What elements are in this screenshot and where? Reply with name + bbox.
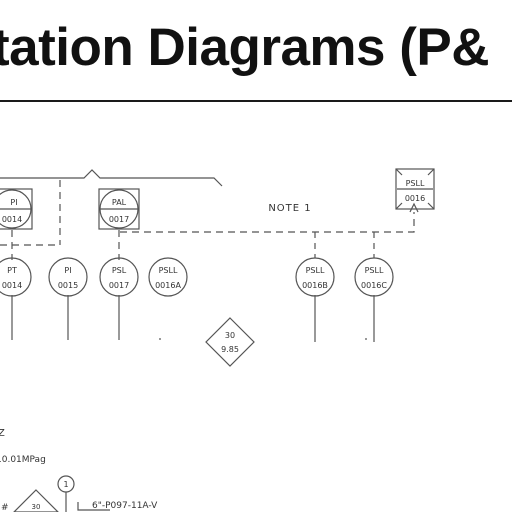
panel-tag-pi-0014: PI xyxy=(10,198,17,207)
diamond-bottom-top: 30 xyxy=(32,503,41,511)
field-tag-pi-0015: PI xyxy=(64,266,71,275)
panel-number-psll-0016: 0016 xyxy=(405,194,425,203)
field-tag-pt-0014: PT xyxy=(7,266,17,275)
field-number-psl-0017: 0017 xyxy=(109,281,129,290)
line-number: 6"-P097-11A-V xyxy=(92,501,158,511)
note-label: NOTE 1 xyxy=(268,203,311,214)
balloon-label: 1 xyxy=(63,480,68,489)
panel-number-pal-0017: 0017 xyxy=(109,215,129,224)
signal-line-note1 xyxy=(120,212,415,233)
panel-instrument-pi-0014 xyxy=(0,188,33,230)
left-fragment-hash: # xyxy=(1,503,9,512)
field-tag-psll-0016a: PSLL xyxy=(159,266,178,275)
panel-instrument-pal-0017 xyxy=(98,188,140,230)
title-underline xyxy=(0,100,512,102)
left-fragment-spec: 10.01MPag xyxy=(0,455,46,465)
diamond-center-top: 30 xyxy=(225,331,235,340)
field-instrument-pi-0015 xyxy=(48,257,88,297)
diamond-bottom xyxy=(13,489,59,512)
panel-tag-pal-0017: PAL xyxy=(112,198,127,207)
field-instrument-psll-0016a xyxy=(148,257,188,297)
diamond-center xyxy=(205,317,255,367)
panel-instrument-psll-0016 xyxy=(395,168,435,210)
panel-tag-psll-0016: PSLL xyxy=(406,179,425,188)
field-instrument-psll-0016b xyxy=(295,257,335,297)
left-fragment-marker: Z xyxy=(0,428,5,439)
field-number-pt-0014: 0014 xyxy=(2,281,22,290)
field-tag-psl-0017: PSL xyxy=(112,266,127,275)
arrow-up-icon xyxy=(409,202,419,213)
field-number-psll-0016c: 0016C xyxy=(361,281,387,290)
field-instrument-pt-0014 xyxy=(0,257,32,297)
slide-title: tation Diagrams (P& xyxy=(0,18,490,77)
panel-number-pi-0014: 0014 xyxy=(2,215,22,224)
field-instrument-psll-0016c xyxy=(354,257,394,297)
field-number-pi-0015: 0015 xyxy=(58,281,78,290)
field-number-psll-0016a: 0016A xyxy=(155,281,181,290)
field-instrument-psl-0017 xyxy=(99,257,139,297)
field-tag-psll-0016c: PSLL xyxy=(365,266,384,275)
line-number-arrow xyxy=(77,502,110,511)
field-tag-psll-0016b: PSLL xyxy=(306,266,325,275)
diamond-center-bottom: 9.85 xyxy=(221,345,239,354)
header-bracket-line xyxy=(0,169,223,187)
field-number-psll-0016b: 0016B xyxy=(302,281,328,290)
